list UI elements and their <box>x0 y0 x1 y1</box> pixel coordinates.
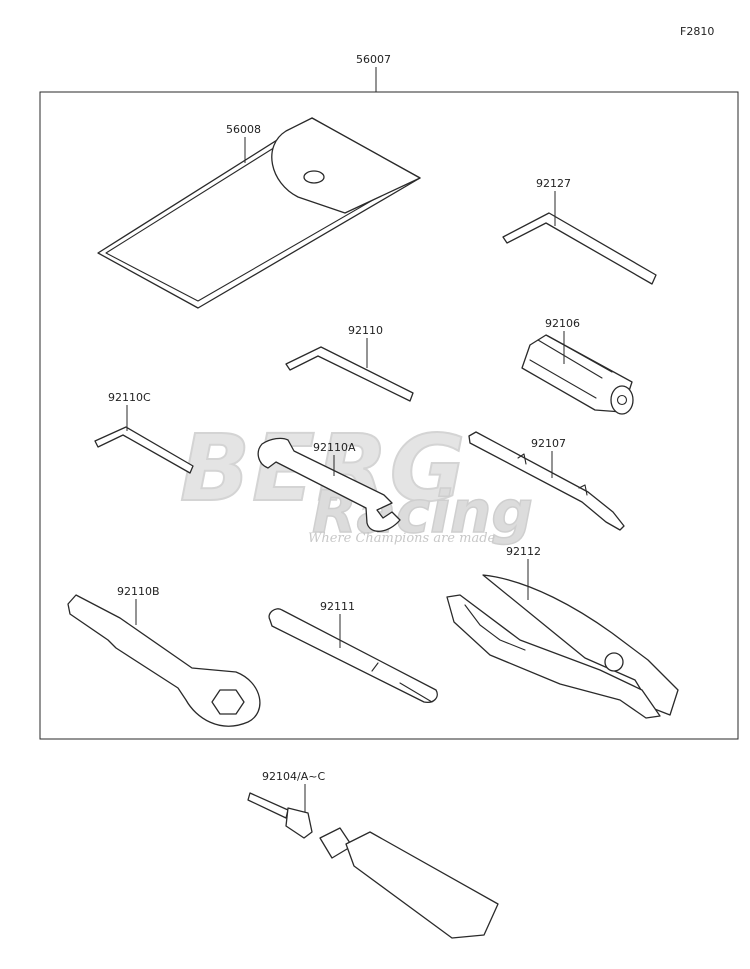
socket-bit[interactable]: 92106 <box>521 317 634 415</box>
ring-wrench[interactable]: 92110B <box>67 585 261 727</box>
pliers-pivot <box>604 652 624 672</box>
extension-bar-shape <box>268 608 438 703</box>
open-end-wrench[interactable]: 92110A <box>257 437 401 532</box>
ring-wrench-shape <box>67 594 261 727</box>
ring-wrench-hex <box>211 689 245 715</box>
hex-key-small-shape <box>94 426 194 474</box>
repair-kit-probe <box>247 792 289 819</box>
pliers-grip <box>464 604 526 651</box>
screwdriver-shape <box>468 431 625 531</box>
assembly-frame <box>39 91 739 740</box>
repair-kit-label: 92104/A~C <box>262 770 325 783</box>
extension-bar-label: 92111 <box>320 600 355 613</box>
socket-bit-flutes <box>529 335 613 399</box>
diagram-code: F2810 <box>680 25 714 38</box>
tool-case-button <box>303 170 325 184</box>
tool-case-flap <box>271 117 421 214</box>
pliers-upper-handle <box>482 574 679 716</box>
hex-key-large-label: 92127 <box>536 177 571 190</box>
socket-bit-label: 92106 <box>545 317 580 330</box>
watermark-tagline: Where Champions are made <box>308 531 496 546</box>
hex-key-mid-shape <box>285 346 414 402</box>
tool-case-body <box>97 117 421 309</box>
pliers-lower-handle <box>446 594 661 719</box>
hex-key-small[interactable]: 92110C <box>94 391 194 474</box>
pliers[interactable]: 92112 <box>446 545 679 719</box>
hex-key-mid-label: 92110 <box>348 324 383 337</box>
extension-bar-detail <box>371 662 433 703</box>
assembly-label: 56007 <box>356 53 391 66</box>
repair-kit-valve-core <box>285 807 313 839</box>
open-end-wrench-label: 92110A <box>313 441 356 454</box>
pliers-label: 92112 <box>506 545 541 558</box>
screwdriver[interactable]: 92107 <box>468 431 625 531</box>
hex-key-large-shape <box>502 212 657 285</box>
open-end-wrench-shape <box>257 437 401 532</box>
repair-kit-tube <box>345 831 499 939</box>
ring-wrench-label: 92110B <box>117 585 160 598</box>
hex-key-mid[interactable]: 92110 <box>285 324 414 402</box>
extension-bar[interactable]: 92111 <box>268 600 438 703</box>
hex-key-large[interactable]: 92127 <box>502 177 657 285</box>
screwdriver-notches <box>517 453 588 496</box>
tool-case[interactable]: 56008 <box>97 117 421 309</box>
socket-bit-hole <box>616 394 628 406</box>
screwdriver-label: 92107 <box>531 437 566 450</box>
hex-key-small-label: 92110C <box>108 391 151 404</box>
socket-bit-end <box>610 385 634 415</box>
tool-case-label: 56008 <box>226 123 261 136</box>
repair-kit[interactable]: 92104/A~C <box>247 770 499 939</box>
